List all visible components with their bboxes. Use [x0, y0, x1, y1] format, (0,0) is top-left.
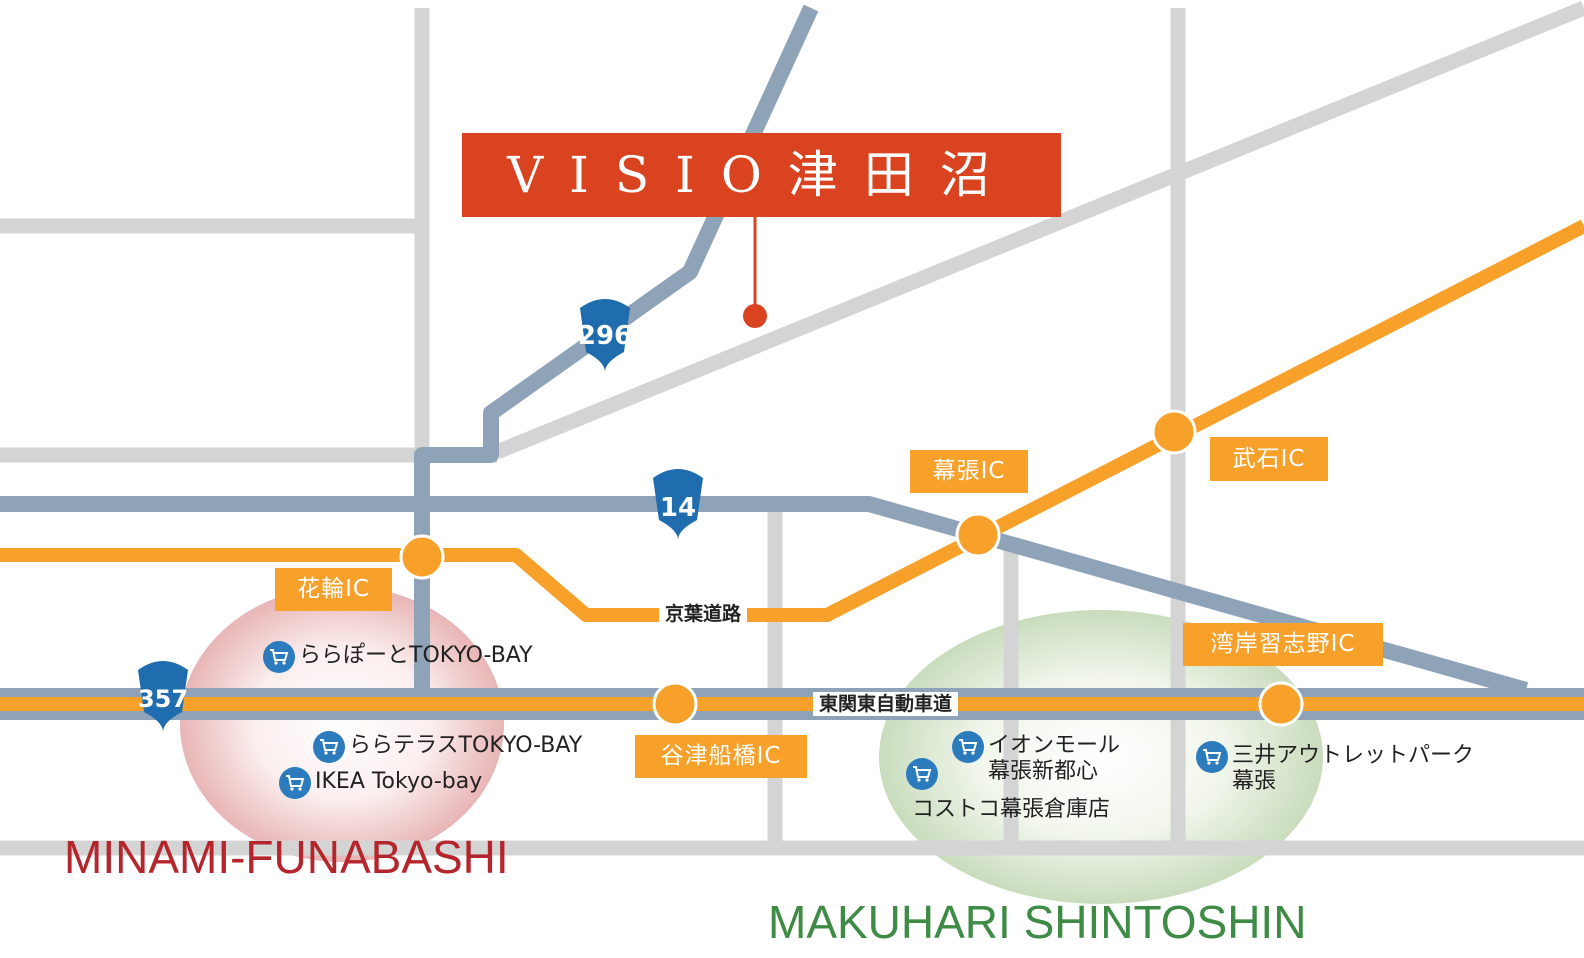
- route-shield-14: 14: [653, 469, 703, 540]
- svg-text:14: 14: [660, 493, 696, 523]
- ic-label-makuhari: 幕張IC: [910, 450, 1028, 493]
- ic-label-wangan-narashino: 湾岸習志野IC: [1183, 623, 1383, 666]
- cart-icon: [952, 731, 984, 763]
- keiyo-road-label: 京葉道路: [659, 602, 748, 626]
- shop-name-line2: 幕張新都心: [988, 759, 1099, 784]
- interchange-markers: [399, 409, 1304, 727]
- higashikanto-road-label: 東関東自動車道: [813, 692, 959, 716]
- shop-costco: [906, 758, 942, 790]
- shop-costco-label: コストコ幕張倉庫店: [912, 797, 1110, 823]
- shop-ikea: IKEA Tokyo-bay: [279, 767, 483, 799]
- site-marker: [743, 304, 767, 328]
- property-title: VISIO津田沼: [462, 133, 1061, 217]
- shop-name: IKEA Tokyo-bay: [315, 769, 483, 794]
- cart-icon: [906, 758, 938, 790]
- shop-mitsui-outlet: 三井アウトレットパーク 幕張: [1196, 741, 1475, 795]
- svg-text:357: 357: [138, 685, 188, 713]
- area-label-makuhari-shintoshin: MAKUHARI SHINTOSHIN: [768, 896, 1307, 948]
- shop-name: コストコ幕張倉庫店: [912, 797, 1111, 822]
- ic-label-yatsu-funabashi: 谷津船橋IC: [635, 735, 807, 778]
- shop-name-line1: イオンモール: [988, 733, 1121, 758]
- shop-name: ららテラスTOKYO-BAY: [349, 733, 583, 758]
- ic-label-takeishi: 武石IC: [1210, 437, 1328, 481]
- shop-lalaterrace: ららテラスTOKYO-BAY: [313, 731, 583, 763]
- cart-icon: [313, 731, 345, 763]
- shop-name-line1: 三井アウトレットパーク: [1232, 743, 1475, 768]
- shop-name-line2: 幕張: [1232, 769, 1277, 794]
- area-label-minami-funabashi: MINAMI-FUNABASHI: [64, 831, 509, 883]
- ic-label-hanawa: 花輪IC: [275, 568, 392, 611]
- makuhari-area: [879, 610, 1323, 904]
- shop-name: ららぽーとTOKYO-BAY: [299, 643, 533, 668]
- cart-icon: [1196, 741, 1228, 773]
- cart-icon: [263, 641, 295, 673]
- expressways: [0, 219, 1584, 711]
- national-roads: [0, 4, 1529, 700]
- shop-aeon-mall: イオンモール 幕張新都心: [952, 731, 1121, 785]
- minami-funabashi-area: [180, 586, 504, 862]
- shop-lalaport: ららぽーとTOKYO-BAY: [263, 641, 533, 673]
- svg-text:296: 296: [578, 321, 632, 351]
- route-shield-296: 296: [578, 299, 632, 372]
- cart-icon: [279, 767, 311, 799]
- route-shield-357: 357: [138, 661, 188, 732]
